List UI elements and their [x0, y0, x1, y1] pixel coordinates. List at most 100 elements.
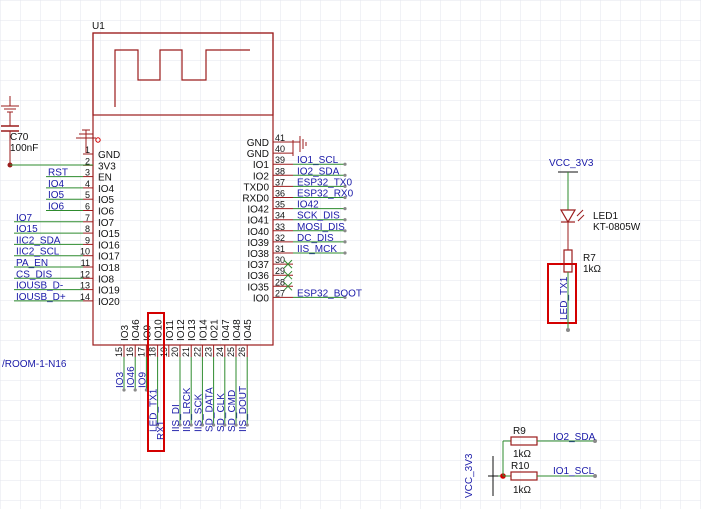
u1-right-pin-number: 33 [275, 222, 285, 232]
led1-symbol [559, 209, 577, 224]
u1-right-pin-number: 30 [275, 255, 285, 265]
u1-left-net-label: IO4 [48, 179, 65, 190]
u1-left-pin-name: IO7 [98, 218, 115, 229]
u1-right-pin-name: IO0 [253, 293, 270, 304]
u1-bottom-pin-number: 26 [237, 347, 247, 357]
u1-right-pin-name: IO1 [253, 160, 270, 171]
u1-right-pin-number: 28 [275, 277, 285, 287]
u1-bottom-net-label: IIS_LRCK [182, 387, 193, 432]
u1-bottom-wire-end [189, 423, 193, 427]
u1-left-pin-number: 4 [85, 179, 90, 189]
r10-value: 1kΩ [513, 485, 532, 496]
u1-pin1-marker [95, 137, 101, 143]
u1-left-net-label: RST [48, 168, 68, 179]
u1-left-net-label: IO15 [16, 224, 38, 235]
u1-right-pin-name: RXD0 [242, 194, 269, 205]
u1-right-pin-number: 41 [275, 133, 285, 143]
u1-right-pin-name: IO2 [253, 171, 270, 182]
highlight-led-tx1-net [547, 263, 577, 324]
u1-bottom-net-label: LED_TX1 [149, 388, 160, 432]
u1-right-pin-number: 35 [275, 200, 285, 210]
r7-wire-end [566, 328, 570, 332]
u1-right-net-label: DC_DIS [297, 233, 334, 244]
u1-left-pin-number: 11 [81, 258, 90, 268]
u1-right-wire-end [343, 251, 347, 255]
led1-ray1 [576, 209, 584, 217]
u1-left-pin-name: IO16 [98, 240, 120, 251]
u1-right-net-label: ESP32_RX0 [297, 189, 354, 200]
u1-bottom-net-label: IIS_DI [171, 404, 182, 432]
u1-bottom-pin-number: 18 [148, 347, 158, 357]
led-net-label: LED_TX1 [559, 276, 570, 320]
u1-left-pin-name: IO4 [98, 184, 115, 195]
u1-left-pin-name: IO6 [98, 207, 115, 218]
u1-bottom-pin-number: 15 [114, 347, 124, 357]
r10-ref: R10 [511, 461, 530, 472]
u1-left-net-label: CS_DIS [16, 269, 52, 280]
u1-left-pin-name: IO8 [98, 274, 115, 285]
u1-right-wire-end [343, 173, 347, 177]
u1-bottom-net-label: IO9 [137, 371, 148, 388]
u1-right-pin-number: 31 [275, 244, 285, 254]
u1-bottom-net-label: SD_CLK [216, 393, 227, 432]
u1-right-net-label: ESP32_TX0 [297, 177, 352, 188]
u1-right-net-label: IO2_SDA [297, 166, 340, 177]
u1-bottom-net-label: IO3 [115, 371, 126, 388]
u1-bottom-pin-name: IO11 [165, 320, 176, 341]
r9-value: 1kΩ [513, 449, 532, 460]
u1-bottom-pin-number: 21 [181, 347, 191, 357]
u1-right-net-label: IO1_SCL [297, 155, 339, 166]
u1-bottom-pin-number: 22 [192, 347, 202, 357]
u1-bottom-wire-end [200, 423, 204, 427]
u1-bottom-net-label: SD_DATA [205, 387, 216, 432]
u1-right-wire-end [343, 195, 347, 200]
u1-right-net-label: MOSI_DIS [297, 222, 345, 233]
r10-net-label: IO1_SCL [553, 466, 595, 477]
u1-gnd-symbol [76, 129, 96, 153]
u1-bottom-net-label: IIS_SCK [193, 393, 204, 432]
u1-bottom-wire-end [234, 423, 238, 427]
u1-right-pin-name: IO38 [247, 249, 269, 260]
u1-right-wire-end [343, 207, 347, 211]
u1-right-pin-number: 29 [275, 266, 285, 276]
u1-left-net-label: IO6 [48, 202, 65, 213]
u1-right-pin-name: IO42 [247, 205, 269, 216]
u1-left-net-label: IO5 [48, 190, 65, 201]
u1-right-pin-number: 40 [275, 144, 285, 154]
module-net-label: /ROOM-1-N16 [2, 359, 67, 370]
u1-bottom-pin-number: 17 [136, 347, 146, 357]
u1-right-wire-end [343, 295, 347, 299]
led1-ray2 [577, 214, 585, 222]
led-supply-label: VCC_3V3 [549, 158, 594, 169]
u1-bottom-wire-end [178, 423, 182, 427]
u1-bottom-net-label: IO46 [126, 366, 137, 388]
u1-left-pin-name: EN [98, 173, 112, 184]
u1-bottom-pin-name: IO14 [198, 319, 209, 341]
u1-bottom-wire-end [133, 388, 137, 392]
u1-left-pin-name: IO18 [98, 263, 120, 274]
u1-right-pin-number: 38 [275, 166, 285, 176]
led-indicator-circuit[interactable]: VCC_3V3 LED1 KT-0805W R7 1kΩ LED_TX1 [549, 158, 641, 332]
u1-right-net-label: IO42 [297, 200, 319, 211]
u1-left-pin-number: 5 [85, 190, 90, 200]
u1-left-pin-number: 7 [85, 213, 90, 223]
r10-wire-end [593, 474, 597, 478]
u1-bottom-pin-name: IO45 [243, 319, 254, 341]
r7-ref: R7 [583, 253, 596, 264]
u1-left-net-label: IOUSB_D+ [16, 292, 66, 303]
c70-value: 100nF [10, 143, 38, 154]
u1-right-wire-end [343, 184, 347, 188]
u1-right-pin-name: IO40 [247, 227, 269, 238]
u1-left-net-label: IO7 [16, 213, 33, 224]
u1-bottom-pin-name: IO21 [210, 319, 221, 341]
u1-right-wire-end [343, 229, 347, 233]
highlight-led-tx1-pin [147, 312, 165, 452]
u1-bottom-pin-name: IO46 [131, 319, 142, 341]
r9-net-label: IO2_SDA [553, 432, 596, 443]
u1-bottom-pin-name: IO48 [232, 319, 243, 341]
i2c-pullup-circuit[interactable]: VCC_3V3 R9 1kΩ IO2_SDA R10 1kΩ IO1_SCL [464, 426, 597, 498]
